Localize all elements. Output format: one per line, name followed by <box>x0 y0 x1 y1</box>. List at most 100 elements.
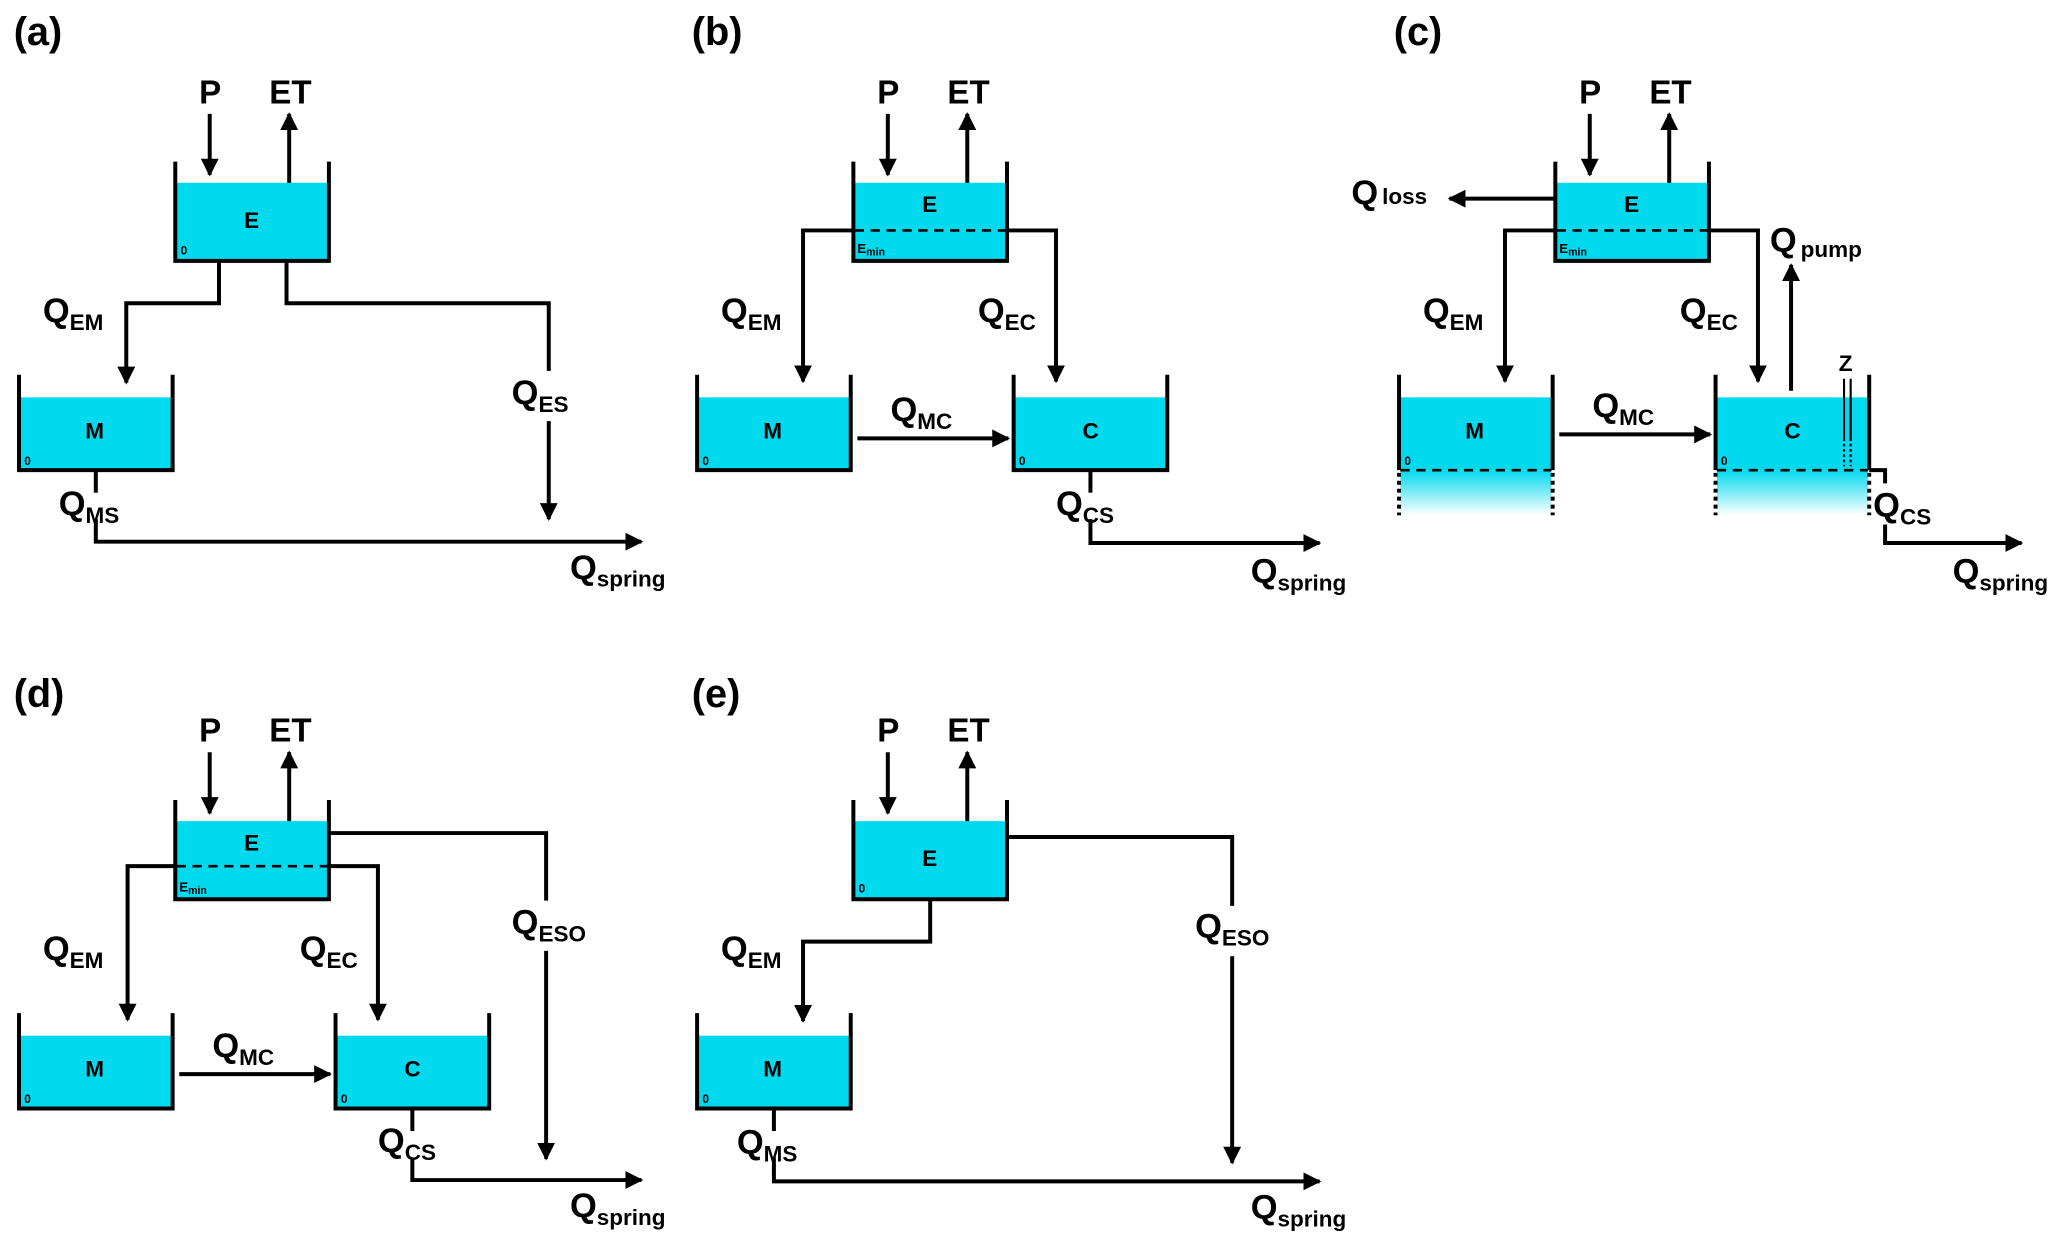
store-m: M 0 <box>17 374 175 473</box>
flux-label-qec: QEC <box>1680 292 1738 335</box>
et-label: ET <box>947 713 989 750</box>
emin-label: Emin <box>179 879 207 897</box>
store-water <box>698 397 850 471</box>
flux-label-qms: QMS <box>59 485 120 528</box>
flux-arrow-qem <box>118 864 176 1022</box>
flux-label-qem: QEM <box>1423 292 1484 335</box>
store-m: M 0 <box>695 1013 853 1111</box>
et-label: ET <box>1649 74 1691 111</box>
store-c: C 0 Z <box>1713 351 1872 516</box>
store-water <box>176 821 328 898</box>
panel-label: (d) <box>14 672 65 716</box>
store-name: E <box>244 208 259 233</box>
z-marker-label: Z <box>1839 351 1853 376</box>
flux-arrow-qec <box>1007 228 1065 384</box>
emin-label: Emin <box>1559 241 1587 259</box>
store-e: E 0 <box>851 799 1009 902</box>
store-name: C <box>1784 418 1800 443</box>
store-water <box>698 1035 850 1109</box>
flux-label-qcs: QCS <box>1056 485 1114 528</box>
store-name: C <box>1083 418 1099 443</box>
store-water <box>854 182 1006 260</box>
flux-label-qeso: QESO <box>1195 908 1269 951</box>
flux-label-qeso: QESO <box>512 904 586 947</box>
flux-line-qcs <box>1869 468 1888 484</box>
et-label: ET <box>269 713 311 750</box>
store-name: C <box>404 1057 420 1082</box>
precip-label: P <box>1579 74 1601 111</box>
flux-label-qmc: QMC <box>890 391 952 434</box>
store-water <box>854 821 1006 898</box>
flux-arrow-qem <box>794 899 933 1023</box>
store-walls <box>17 1013 175 1111</box>
store-walls <box>173 161 331 263</box>
store-water <box>1014 397 1166 471</box>
store-e: E Emin <box>173 799 331 902</box>
store-zero: 0 <box>702 454 709 468</box>
store-zero: 0 <box>1404 454 1411 468</box>
flux-label-qspring: Qspring <box>1953 553 2049 596</box>
store-zero: 0 <box>181 243 188 257</box>
flux-label-qes: QES <box>512 374 569 417</box>
panel-label: (a) <box>14 10 63 54</box>
flux-arrow-qspring <box>1883 524 2024 552</box>
et-label: ET <box>269 74 311 111</box>
flux-label-qcs: QCS <box>378 1122 436 1165</box>
store-name: E <box>922 846 937 871</box>
store-water <box>1556 182 1708 260</box>
store-m: M 0 <box>695 374 853 473</box>
precip-label: P <box>877 74 899 111</box>
store-c: C 0 <box>333 1013 492 1111</box>
flux-label-qspring: Qspring <box>1251 1188 1347 1231</box>
store-water <box>1716 397 1868 471</box>
store-zero: 0 <box>1019 454 1026 468</box>
flux-label-qec: QEC <box>978 292 1036 335</box>
emin-label: Emin <box>857 241 885 259</box>
flux-arrow-qec <box>1708 228 1767 384</box>
store-zero: 0 <box>1721 454 1728 468</box>
store-name: M <box>763 418 782 443</box>
store-walls <box>851 161 1009 263</box>
store-zero: 0 <box>341 1092 348 1106</box>
store-water-fade <box>1716 470 1868 516</box>
store-name: M <box>85 418 104 443</box>
panel-label: (e) <box>692 672 741 716</box>
flux-arrow-qspring <box>771 1157 1322 1191</box>
panel-d: (d) P ET E Emin M 0 C 0 QEM QEC QES <box>14 672 666 1230</box>
flux-label-qem: QEM <box>721 292 782 335</box>
panel-label: (c) <box>1394 10 1443 54</box>
store-m: M 0 <box>1397 374 1555 516</box>
flux-line-qes <box>284 260 551 371</box>
panel-b: (b) P ET E Emin M 0 C 0 QEM QEC QMC <box>692 10 1346 596</box>
store-water <box>20 1035 172 1109</box>
flux-label-qem: QEM <box>43 930 104 973</box>
panel-label: (b) <box>692 10 743 54</box>
store-walls <box>173 799 331 902</box>
flux-label-qec: QEC <box>300 930 358 973</box>
flux-line-qeso <box>1007 835 1235 906</box>
et-label: ET <box>947 74 989 111</box>
flux-label-qspring: Qspring <box>570 549 666 592</box>
flux-arrow-qspring <box>1088 519 1322 552</box>
store-water <box>176 182 328 260</box>
store-name: M <box>763 1057 782 1082</box>
flux-arrow-qem <box>794 228 854 384</box>
flux-arrow-qspring <box>93 519 644 551</box>
flux-label-qcs: QCS <box>1873 487 1931 530</box>
flux-arrow-qem <box>117 260 221 385</box>
precip-label: P <box>199 74 221 111</box>
flux-label-qspring: Qspring <box>570 1187 666 1230</box>
flux-label-qmc: QMC <box>1592 387 1654 430</box>
flux-label-qms: QMS <box>737 1124 798 1167</box>
store-e: E Emin <box>1553 161 1711 263</box>
store-zero: 0 <box>702 1092 709 1106</box>
store-walls <box>1553 161 1711 263</box>
flux-label-qem: QEM <box>43 292 104 335</box>
flux-arrow-qspring <box>410 1157 644 1189</box>
store-water-fade <box>1400 470 1552 516</box>
precip-label: P <box>199 713 221 750</box>
flux-label-qem: QEM <box>721 930 782 973</box>
